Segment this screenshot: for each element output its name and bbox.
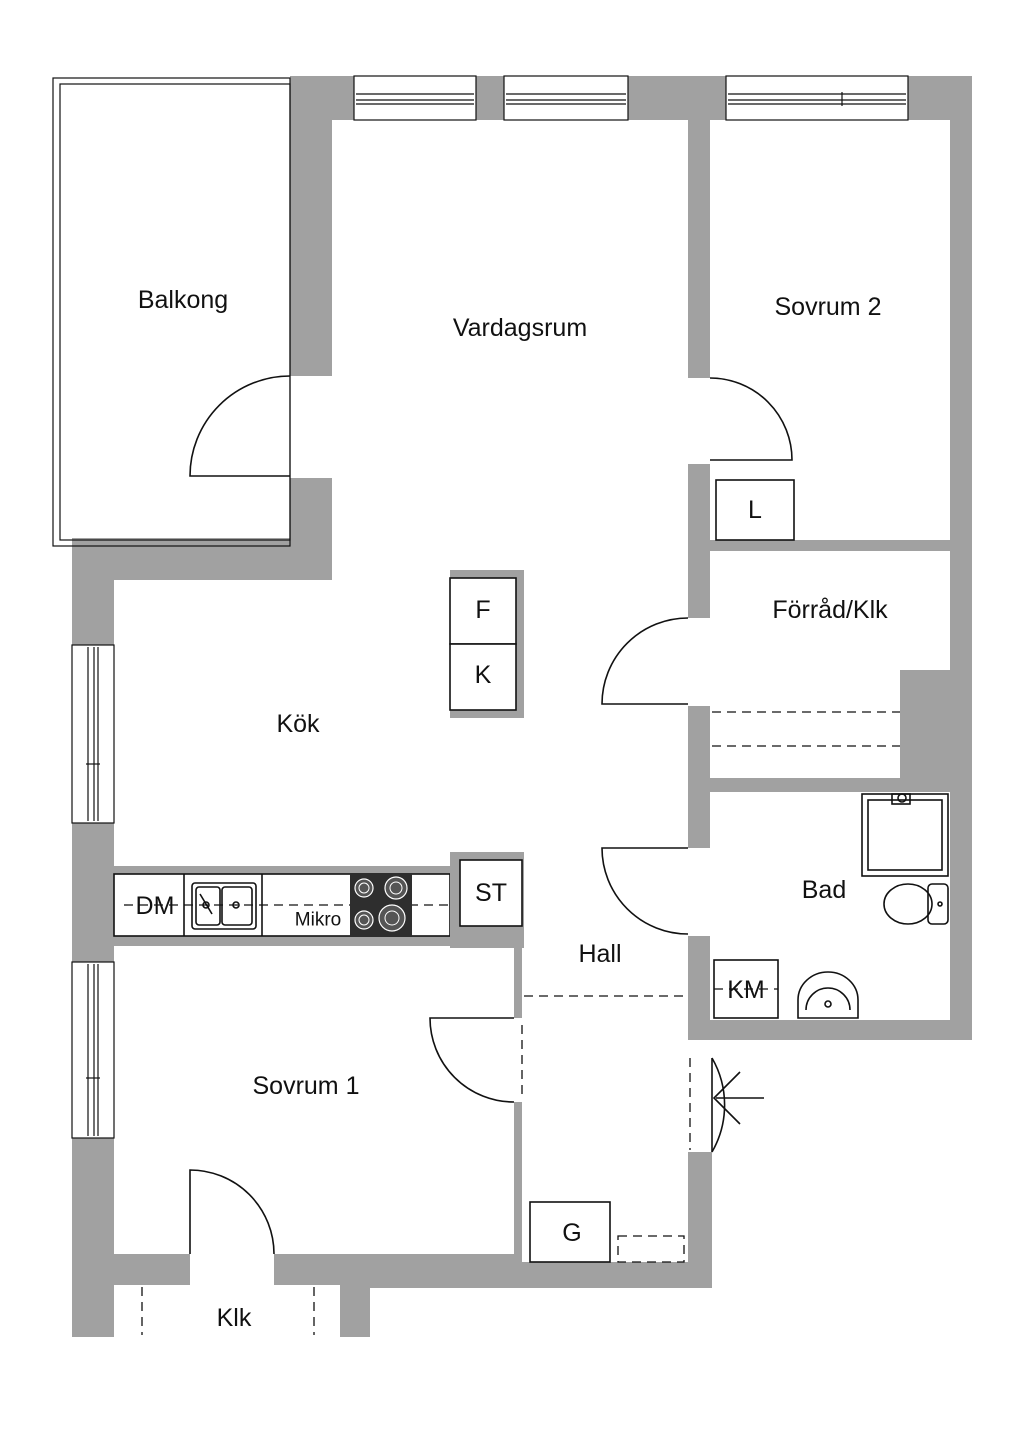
toilet-icon [883, 883, 949, 925]
kitchen-island [449, 570, 524, 718]
room-label-klk: Klk [217, 1304, 252, 1332]
fixture-label-dishwasher: DM [136, 892, 175, 920]
room-floors [72, 76, 950, 1337]
fixture-label-linen: L [748, 496, 762, 524]
washbasin-icon [797, 971, 859, 1019]
shower-icon [861, 793, 949, 877]
dashed-boundaries [141, 711, 900, 1335]
room-labels: Balkong Vardagsrum Sovrum 2 Kök Förråd/K… [138, 286, 888, 1332]
room-label-hall: Hall [578, 940, 621, 968]
fixture-label-fridge: F [475, 596, 490, 624]
fixture-label-washer: KM [727, 976, 765, 1004]
windows [71, 75, 909, 1139]
room-label-balkong: Balkong [138, 286, 228, 314]
balcony [52, 77, 291, 547]
fixture-label-storage: ST [475, 879, 507, 907]
doors [189, 375, 793, 1255]
room-label-sovrum1: Sovrum 1 [253, 1072, 360, 1100]
bathroom-fixtures [713, 793, 949, 1019]
linen-cabinet [715, 479, 795, 541]
fixture-label-freezer: K [475, 661, 492, 689]
room-label-sovrum2: Sovrum 2 [775, 293, 882, 321]
wardrobe [529, 1201, 611, 1263]
stove-hob-icon [350, 874, 412, 936]
fixture-label-microwave: Mikro [295, 910, 341, 931]
room-label-forrad: Förråd/Klk [772, 596, 888, 624]
room-label-bad: Bad [802, 876, 846, 904]
sink-icon [191, 882, 257, 930]
storage-cabinet [450, 852, 524, 948]
fixture-labels: F K DM Mikro ST L KM G [136, 496, 765, 1247]
room-label-kok: Kök [276, 710, 320, 738]
room-label-vardagsrum: Vardagsrum [453, 314, 587, 342]
fixture-label-wardrobe: G [562, 1219, 581, 1247]
